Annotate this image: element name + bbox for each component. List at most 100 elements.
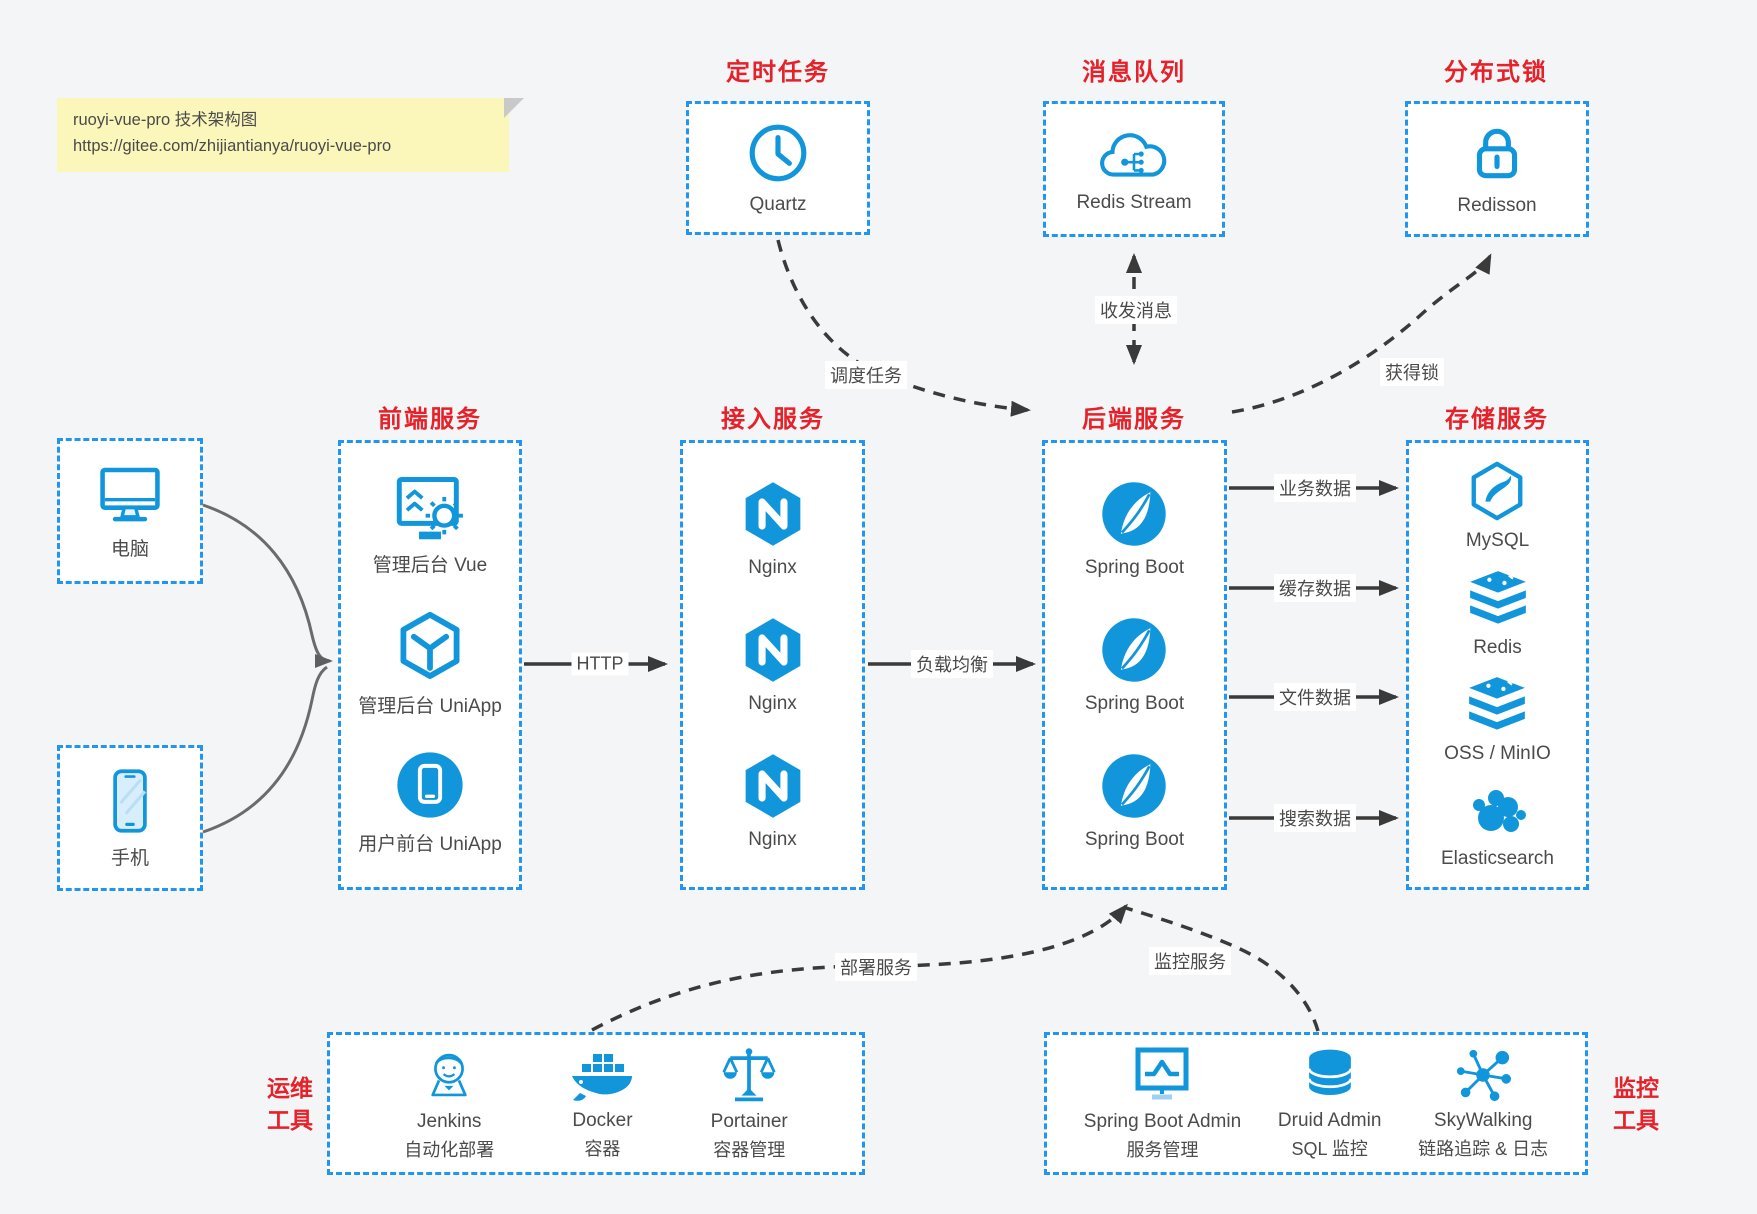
nginx-item-3: Nginx: [738, 751, 808, 851]
nginx-icon: [738, 615, 808, 685]
elasticsearch-item: Elasticsearch: [1441, 782, 1554, 870]
monitor-side-line1: 监控: [1613, 1075, 1659, 1101]
note-url: https://gitee.com/zhijiantianya/ruoyi-vu…: [73, 137, 392, 156]
spring-label-2: Spring Boot: [1084, 693, 1185, 714]
nginx-item-1: Nginx: [738, 479, 808, 579]
edge-label-deploy: 部署服务: [835, 953, 917, 981]
edge-label-schedule: 调度任务: [825, 361, 907, 389]
mysql-item: MySQL: [1466, 460, 1529, 552]
title-gateway-services: 接入服务: [721, 406, 825, 433]
monitor-icon: [93, 462, 167, 526]
redis-label: Redis: [1473, 636, 1522, 658]
phone-item: 手机: [104, 767, 156, 870]
nginx-icon: [738, 479, 808, 549]
jenkins-item: Jenkins 自动化部署: [404, 1045, 494, 1162]
druid-item: Druid Admin SQL 监控: [1278, 1046, 1381, 1161]
pc-box: 电脑: [57, 438, 203, 584]
skywalking-sublabel: 链路追踪 & 日志: [1418, 1139, 1549, 1159]
redisson-label: Redisson: [1457, 195, 1537, 216]
title-message-queue: 消息队列: [1082, 59, 1186, 86]
portainer-label: Portainer: [710, 1111, 788, 1132]
edge-label-message: 收发消息: [1095, 296, 1177, 324]
docker-item: Docker 容器: [568, 1046, 636, 1161]
monitor-tools-box: Spring Boot Admin 服务管理 Druid Admin SQL 监…: [1044, 1032, 1588, 1175]
monitor-side-line2: 工具: [1613, 1107, 1659, 1134]
edge-label-file-data: 文件数据: [1274, 683, 1356, 711]
pc-label: 电脑: [110, 538, 149, 560]
acquire-lock-arrow: [1231, 253, 1492, 414]
nginx-label-3: Nginx: [748, 829, 797, 850]
spring-boot-admin-label: Spring Boot Admin: [1083, 1111, 1242, 1132]
edge-label-monitor: 监控服务: [1149, 947, 1231, 975]
admin-uniapp-label: 管理后台 UniApp: [358, 695, 502, 717]
admin-vue-label: 管理后台 Vue: [372, 555, 488, 577]
mysql-label: MySQL: [1465, 529, 1530, 551]
admin-uniapp-item: 管理后台 UniApp: [358, 609, 502, 718]
oss-item: OSS / MinIO: [1444, 675, 1551, 765]
elasticsearch-icon: [1466, 782, 1530, 840]
skywalking-item: SkyWalking 链路追踪 & 日志: [1418, 1046, 1548, 1161]
spring-label-3: Spring Boot: [1084, 829, 1185, 850]
pc-to-frontend-arrow: [202, 503, 333, 668]
monitor-tools-side-label: 监控 工具: [1600, 1072, 1672, 1136]
spring-boot-admin-icon: [1129, 1045, 1195, 1105]
storage-box: MySQL Redis OSS: [1406, 440, 1589, 890]
redis-stream-box: Redis Stream: [1043, 101, 1225, 237]
docker-sublabel: 容器: [584, 1139, 621, 1159]
redis-stream-label: Redis Stream: [1076, 192, 1192, 213]
sticky-note: ruoyi-vue-pro 技术架构图 https://gitee.com/zh…: [57, 98, 524, 172]
user-uniapp-label: 用户前台 UniApp: [358, 833, 502, 855]
redis-stack-icon: [1463, 569, 1533, 629]
title-distributed-lock: 分布式锁: [1444, 59, 1548, 86]
nginx-item-2: Nginx: [738, 615, 808, 715]
title-storage-services: 存储服务: [1445, 406, 1549, 433]
ops-tools-box: Jenkins 自动化部署 Docker 容器: [327, 1032, 865, 1175]
redisson-box: Redisson: [1405, 101, 1589, 237]
spring-boot-admin-item: Spring Boot Admin 服务管理: [1084, 1045, 1241, 1162]
druid-icon: [1301, 1046, 1359, 1104]
pc-item: 电脑: [93, 462, 167, 561]
clock-icon: [745, 120, 811, 186]
gateway-box: Nginx Nginx Nginx: [680, 440, 865, 890]
edge-label-lock: 获得锁: [1380, 358, 1444, 386]
user-app-icon: [394, 749, 466, 821]
admin-vue-icon: [390, 474, 470, 542]
phone-to-frontend-arrow: [202, 665, 328, 834]
spring-item-2: Spring Boot: [1085, 615, 1184, 715]
phone-label: 手机: [110, 847, 149, 869]
user-uniapp-item: 用户前台 UniApp: [358, 749, 502, 856]
note-fold-corner: [504, 98, 524, 118]
title-scheduled-tasks: 定时任务: [726, 59, 830, 86]
skywalking-label: SkyWalking: [1433, 1110, 1533, 1131]
backend-box: Spring Boot Spring Boot Spring Boot: [1042, 440, 1227, 890]
lock-icon: [1464, 121, 1530, 187]
spring-boot-icon: [1099, 615, 1169, 685]
redis-stream-item: Redis Stream: [1076, 124, 1192, 214]
spring-item-1: Spring Boot: [1085, 479, 1184, 579]
spring-boot-icon: [1099, 479, 1169, 549]
ops-side-line1: 运维: [267, 1075, 313, 1101]
uniapp-cube-icon: [393, 609, 467, 683]
elasticsearch-label: Elasticsearch: [1441, 848, 1554, 870]
redisson-item: Redisson: [1457, 121, 1537, 217]
phone-icon: [104, 767, 156, 835]
spring-item-3: Spring Boot: [1085, 751, 1184, 851]
jenkins-label: Jenkins: [417, 1111, 482, 1132]
portainer-sublabel: 容器管理: [713, 1140, 786, 1160]
jenkins-sublabel: 自动化部署: [404, 1140, 495, 1160]
jenkins-icon: [420, 1045, 478, 1105]
frontend-box: 管理后台 Vue 管理后台 UniApp 用户前台 UniApp: [338, 440, 522, 890]
mysql-icon: [1466, 460, 1528, 522]
portainer-item: Portainer 容器管理: [711, 1045, 788, 1162]
oss-stack-icon: [1462, 675, 1532, 735]
nginx-label-1: Nginx: [748, 557, 797, 578]
quartz-box: Quartz: [686, 101, 870, 235]
spring-boot-admin-sublabel: 服务管理: [1126, 1140, 1199, 1160]
oss-label: OSS / MinIO: [1444, 743, 1551, 765]
title-frontend-services: 前端服务: [378, 406, 482, 433]
cloud-share-icon: [1095, 124, 1173, 184]
edge-label-cache-data: 缓存数据: [1274, 574, 1356, 602]
druid-sublabel: SQL 监控: [1291, 1139, 1368, 1159]
edge-label-http: HTTP: [571, 652, 629, 676]
